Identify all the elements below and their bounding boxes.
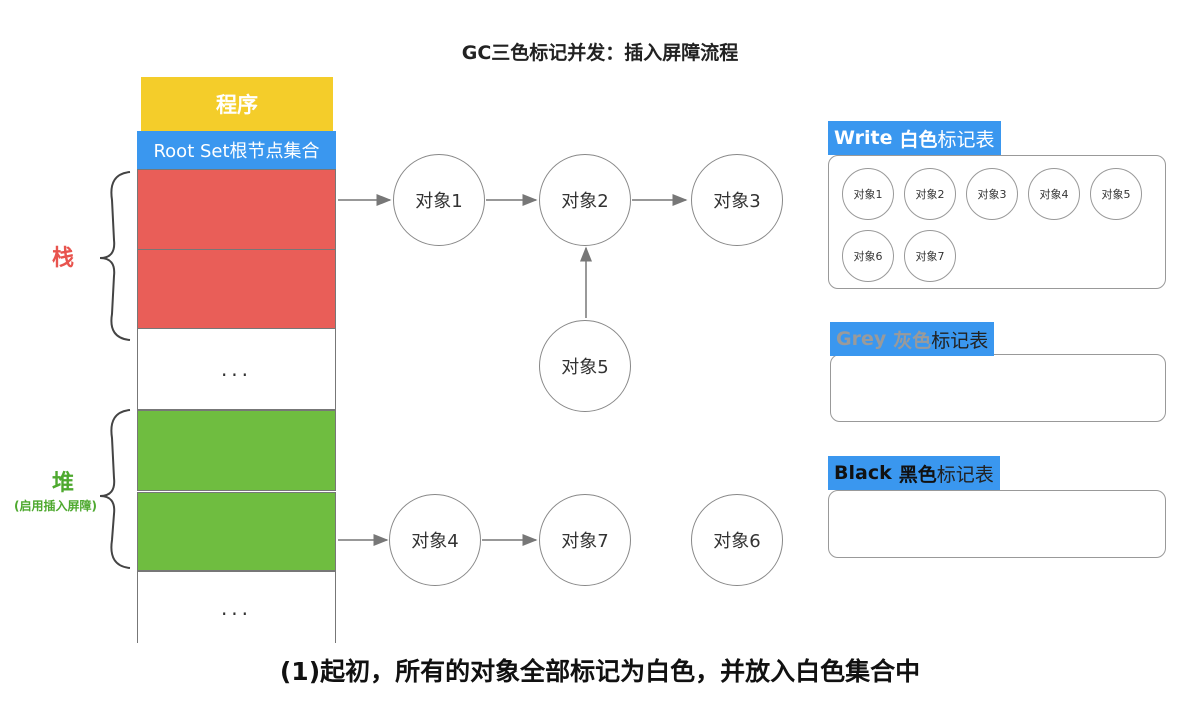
heap-block-2 <box>137 492 336 571</box>
white-item: 对象1 <box>842 168 894 220</box>
black-title-label: 标记表 <box>936 463 994 486</box>
ellipsis-text: ... <box>220 357 253 381</box>
object-node-7: 对象7 <box>539 494 631 586</box>
grey-title-cn: 灰色 <box>893 329 932 352</box>
heap-ellipsis-cell: ... <box>137 571 336 643</box>
diagram-title: GC三色标记并发：插入屏障流程 <box>461 42 739 64</box>
stack-frame-1 <box>137 169 336 250</box>
white-title-en: Write <box>834 127 893 149</box>
stack-label: 栈 <box>52 246 75 271</box>
white-title-cn: 白色 <box>899 128 938 151</box>
stack-frame-2 <box>137 249 336 329</box>
ellipsis-text: ... <box>220 595 253 620</box>
black-table-box <box>828 490 1166 558</box>
object-node-3: 对象3 <box>691 154 783 246</box>
white-table-title: Write 白色 标记表 <box>828 121 1001 155</box>
object-node-5: 对象5 <box>539 320 631 412</box>
black-title-cn: 黑色 <box>898 463 937 486</box>
black-table-title: Black 黑色 标记表 <box>828 456 1000 490</box>
white-item: 对象5 <box>1090 168 1142 220</box>
object-node-6: 对象6 <box>691 494 783 586</box>
object-node-1: 对象1 <box>393 154 485 246</box>
white-item: 对象3 <box>966 168 1018 220</box>
white-item: 对象6 <box>842 230 894 282</box>
white-title-label: 标记表 <box>937 128 995 151</box>
heap-brace <box>99 409 131 569</box>
step-caption: (1)起初，所有的对象全部标记为白色，并放入白色集合中 <box>279 657 921 686</box>
white-item: 对象4 <box>1028 168 1080 220</box>
white-item: 对象2 <box>904 168 956 220</box>
root-set-box: Root Set根节点集合 <box>137 131 336 169</box>
black-title-en: Black <box>834 462 892 484</box>
stack-brace <box>99 171 131 341</box>
grey-table-title: Grey 灰色 标记表 <box>830 322 995 356</box>
stack-ellipsis-cell: ... <box>137 328 336 410</box>
grey-title-en: Grey <box>836 328 887 350</box>
heap-sublabel: (启用插入屏障) <box>14 499 97 513</box>
grey-table-box <box>830 354 1166 422</box>
program-box: 程序 <box>141 77 333 131</box>
object-node-4: 对象4 <box>389 494 481 586</box>
white-item: 对象7 <box>904 230 956 282</box>
white-table-box: 对象1 对象2 对象3 对象4 对象5 对象6 对象7 <box>828 155 1166 289</box>
heap-block-1 <box>137 410 336 491</box>
grey-title-label: 标记表 <box>931 329 989 352</box>
heap-label: 堆 <box>52 471 75 496</box>
object-node-2: 对象2 <box>539 154 631 246</box>
